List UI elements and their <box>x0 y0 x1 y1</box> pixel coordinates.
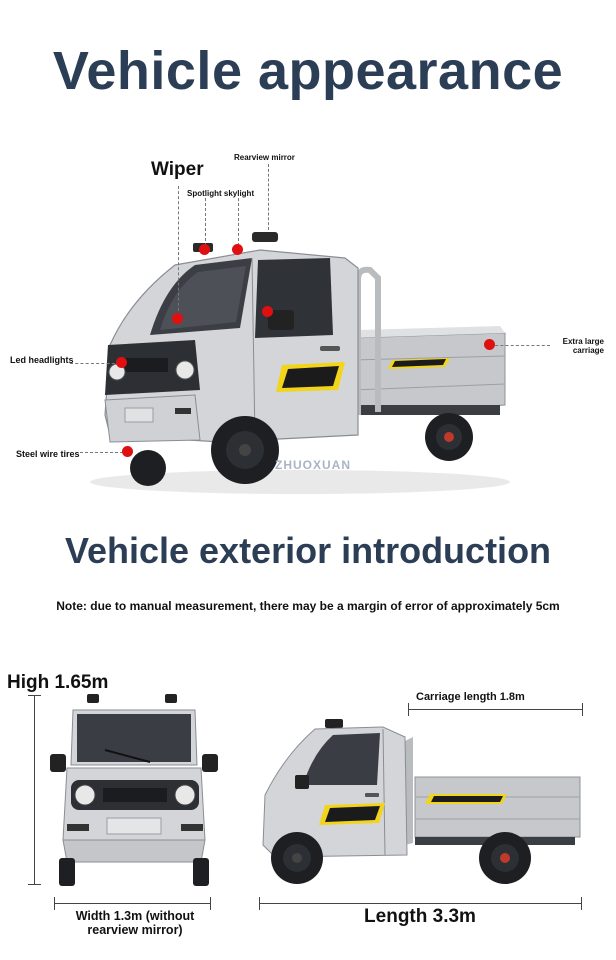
height-cap-bottom <box>28 884 41 885</box>
truck-side-view <box>262 719 581 884</box>
led-headlights-label: Led headlights <box>10 355 74 365</box>
carriage-label-line1: Extra large <box>562 337 604 346</box>
width-cap-left <box>54 897 55 910</box>
carriage-marker <box>484 339 495 350</box>
section-title: Vehicle exterior introduction <box>64 530 552 571</box>
height-cap-top <box>28 695 41 696</box>
carriage-label-line2: carriage <box>572 346 604 355</box>
carriage-cap-left <box>408 703 409 716</box>
extra-large-carriage-label: Extra large carriage <box>556 337 604 355</box>
width-cap-right <box>210 897 211 910</box>
height-dimension-line <box>34 695 35 885</box>
length-label: Length 3.3m <box>364 906 476 927</box>
wiper-label: Wiper <box>151 159 204 180</box>
rearview-mirror-marker <box>262 306 273 317</box>
length-cap-right <box>581 897 582 910</box>
page-title: Vehicle appearance <box>52 41 564 101</box>
tires-leader-line <box>80 452 128 453</box>
carriage-length-label: Carriage length 1.8m <box>416 691 525 703</box>
skylight-leader-line <box>238 198 239 246</box>
tires-marker <box>122 446 133 457</box>
measurement-note: Note: due to manual measurement, there m… <box>56 599 560 613</box>
height-label: High 1.65m <box>7 672 109 693</box>
truck-three-quarter-illustration <box>90 232 510 494</box>
rearview-mirror-label: Rearview mirror <box>234 153 295 162</box>
spotlight-leader-line <box>205 198 206 246</box>
steel-wire-tires-label: Steel wire tires <box>16 449 80 459</box>
carriage-leader-line <box>490 345 550 346</box>
carriage-length-line <box>408 709 583 710</box>
headlights-marker <box>116 357 127 368</box>
length-dimension-line <box>259 903 582 904</box>
width-dimension-line <box>54 903 211 904</box>
width-label: Width 1.3m (without rearview mirror) <box>40 909 230 937</box>
spotlight-skylight-label: Spotlight skylight <box>187 189 255 198</box>
skylight-marker <box>232 244 243 255</box>
wiper-leader-line <box>178 186 179 316</box>
length-cap-left <box>259 897 260 910</box>
spotlight-marker <box>199 244 210 255</box>
width-label-line2: rearview mirror) <box>87 923 183 937</box>
carriage-cap-right <box>582 703 583 716</box>
headlights-leader-line <box>70 363 120 364</box>
rearview-mirror-leader-line <box>268 164 269 230</box>
brand-watermark: ZHUOXUAN <box>275 458 351 472</box>
truck-front-view <box>50 694 218 886</box>
wiper-marker <box>172 313 183 324</box>
width-label-line1: Width 1.3m (without <box>75 909 195 923</box>
